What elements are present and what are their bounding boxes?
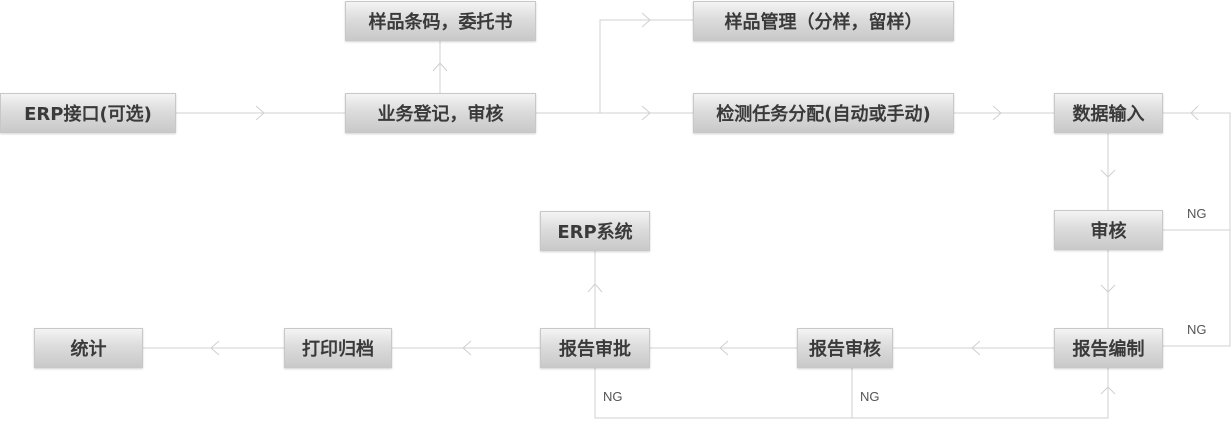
node-review: 审核 — [1054, 210, 1163, 250]
node-business-register: 业务登记，审核 — [345, 93, 536, 133]
node-sample-barcode: 样品条码，委托书 — [345, 1, 536, 41]
node-task-assignment: 检测任务分配(自动或手动) — [693, 93, 954, 133]
connector-register-to-sample-mgmt — [599, 19, 693, 113]
arrow-head — [1100, 284, 1116, 293]
arrow-head — [641, 105, 651, 121]
arrow-head — [992, 105, 1002, 121]
node-data-input: 数据输入 — [1054, 93, 1163, 133]
node-erp-interface: ERP接口(可选) — [0, 93, 176, 133]
arrow-head — [587, 283, 603, 293]
node-report-approve: 报告审批 — [540, 328, 650, 368]
arrow-head — [432, 62, 448, 72]
ng-label-report-review: NG — [860, 389, 880, 404]
arrow-head — [719, 340, 729, 356]
node-erp-system: ERP系统 — [540, 211, 650, 251]
node-statistics: 统计 — [34, 328, 143, 368]
arrow-head — [255, 105, 265, 121]
node-report-compile: 报告编制 — [1054, 328, 1163, 368]
ng-label-report-compile: NG — [1187, 322, 1207, 337]
arrow-head — [210, 340, 220, 356]
node-report-review: 报告审核 — [797, 328, 893, 368]
arrow-head — [1190, 105, 1199, 121]
arrow-head — [1100, 169, 1116, 178]
ng-label-report-approve: NG — [603, 389, 623, 404]
arrow-head — [462, 340, 472, 356]
ng-label-review: NG — [1187, 206, 1207, 221]
arrow-head — [1100, 386, 1116, 395]
connector-compile-ng — [1163, 112, 1231, 347]
arrow-head — [971, 340, 981, 356]
node-print-archive: 打印归档 — [284, 328, 392, 368]
arrow-head — [641, 12, 651, 28]
node-sample-management: 样品管理（分样，留样） — [693, 1, 954, 41]
